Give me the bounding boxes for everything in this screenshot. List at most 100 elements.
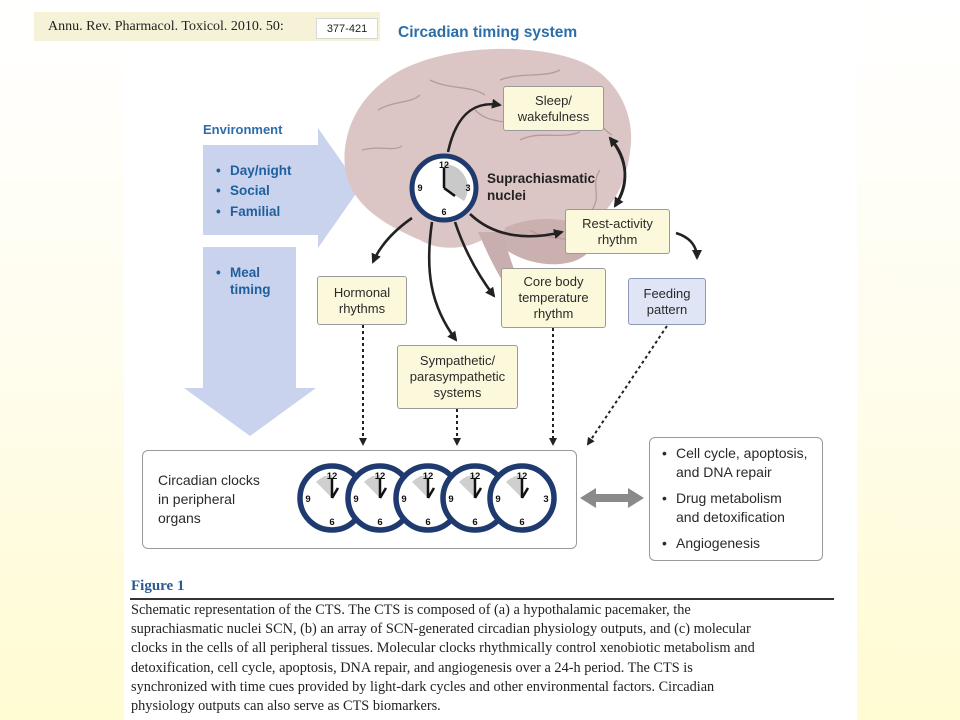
environment-heading: Environment <box>203 122 283 137</box>
bullet: • <box>662 490 667 506</box>
box-line: systems <box>433 385 482 400</box>
environment-arrow <box>203 128 360 248</box>
arrow-scn-to-core <box>453 221 496 298</box>
arrow-scn-to-rest <box>469 213 564 239</box>
box-line: Hormonal <box>333 284 391 300</box>
box-line: pattern <box>646 301 688 317</box>
box-line: rhythms <box>338 300 386 316</box>
environment-bullet: • <box>216 163 221 178</box>
meal-label-line1: Meal <box>230 265 260 280</box>
clock-number-12: 12 <box>517 471 528 482</box>
environment-bullet: • <box>216 183 221 198</box>
clock-number-6: 6 <box>425 517 430 528</box>
peripheral-label-line3: organs <box>158 510 201 526</box>
box-line: wakefulness <box>517 108 590 124</box>
meal-timing-arrow <box>184 247 316 436</box>
caption-line: physiology outputs can also serve as CTS… <box>131 698 441 715</box>
clock-hour-hand <box>330 487 340 499</box>
brain-fold <box>591 169 601 211</box>
caption-line: synchronized with time cues provided by … <box>131 678 715 695</box>
clock-sweep <box>316 475 332 498</box>
arrow-rest-to-sleep <box>608 136 627 207</box>
clock-sweep <box>412 475 428 498</box>
clock-number-3: 3 <box>465 183 470 193</box>
figure-caption: Schematic representation of the CTS. The… <box>131 601 836 716</box>
scn-clock: 12 3 6 9 <box>409 153 479 223</box>
brain-fold <box>377 94 421 111</box>
caption-line: suprachiasmatic nuclei SCN, (b) an array… <box>131 621 751 638</box>
arrow-scn-to-sympathetic <box>427 221 458 342</box>
box-line: Rest-activity <box>582 215 653 231</box>
citation-pages: 377-421 <box>316 18 378 39</box>
box-sleep-wakefulness: Sleep/wakefulness <box>503 86 604 131</box>
box-line: Feeding <box>643 285 691 301</box>
clock-number-6: 6 <box>441 207 446 217</box>
output-item: • Cell cycle, apoptosis,and DNA repair <box>662 444 808 482</box>
clock-hour-hand <box>443 186 456 198</box>
clock-number-9: 9 <box>353 494 358 505</box>
box-line: Sympathetic/ <box>419 353 496 368</box>
box-line: Sleep/ <box>535 92 572 108</box>
clock-sweep <box>506 475 522 498</box>
output-line: and DNA repair <box>676 464 772 480</box>
brain-fold <box>429 79 486 96</box>
brain-fold <box>499 69 561 81</box>
clock-number-9: 9 <box>495 494 500 505</box>
peripheral-label-line1: Circadian clocks <box>158 472 260 488</box>
meal-label-line2: timing <box>230 282 271 297</box>
figure-label: Figure 1 <box>131 578 185 594</box>
box-line: Core body <box>523 274 584 289</box>
dotted-arrow-feeding <box>586 325 668 446</box>
box-line: parasympathetic <box>409 369 506 384</box>
clock-hour-hand <box>473 487 483 499</box>
arrow-scn-to-sleep <box>446 98 502 153</box>
environment-bullet: • <box>216 204 221 219</box>
peripheral-clock: 12 3 6 9 <box>487 463 557 533</box>
output-item: • Angiogenesis <box>662 534 760 553</box>
clock-number-6: 6 <box>519 517 524 528</box>
clock-number-6: 6 <box>472 517 477 528</box>
clock-number-9: 9 <box>401 494 406 505</box>
meal-bullet: • <box>216 265 221 280</box>
output-line: Drug metabolism <box>676 490 782 506</box>
output-line: Cell cycle, apoptosis, <box>676 445 808 461</box>
peripheral-label-line2: in peripheral <box>158 491 236 507</box>
clock-number-12: 12 <box>439 160 449 170</box>
caption-rule <box>130 598 834 600</box>
output-line: Angiogenesis <box>676 535 761 551</box>
brain-fold <box>361 145 403 151</box>
clock-number-3: 3 <box>543 494 548 505</box>
clock-number-9: 9 <box>448 494 453 505</box>
clock-number-12: 12 <box>470 471 481 482</box>
box-line: temperature <box>518 290 589 305</box>
clock-sweep <box>364 475 380 498</box>
citation-text: Annu. Rev. Pharmacol. Toxicol. 2010. 50: <box>48 19 284 34</box>
environment-item-day-night: Day/night <box>230 163 292 178</box>
clock-number-6: 6 <box>329 517 334 528</box>
caption-line: clocks in the cells of all peripheral ti… <box>131 640 755 657</box>
clock-hour-hand <box>378 487 388 499</box>
bullet: • <box>662 535 667 551</box>
peripheral-clock-row: 1236912369123691236912369 <box>297 463 557 533</box>
outputs-box: • Cell cycle, apoptosis, and DNA repair •… <box>649 437 823 561</box>
scn-label-line1: Suprachiasmatic <box>487 171 596 186</box>
environment-item-familial: Familial <box>230 204 280 219</box>
box-line: rhythm <box>533 306 574 321</box>
clock-number-12: 12 <box>423 471 434 482</box>
caption-line: detoxification, cell cycle, apoptosis, D… <box>131 659 693 676</box>
clock-number-9: 9 <box>305 494 310 505</box>
clock-number-9: 9 <box>417 183 422 193</box>
caption-line: Schematic representation of the CTS. The… <box>131 602 691 618</box>
clock-sweep <box>459 475 475 498</box>
clock-number-6: 6 <box>377 517 382 528</box>
diagram-title: Circadian timing system <box>398 24 577 41</box>
brain-fold <box>519 131 581 141</box>
peripheral-organs-box: Circadian clocks in peripheral organs <box>142 450 577 549</box>
clock-number-12: 12 <box>375 471 386 482</box>
